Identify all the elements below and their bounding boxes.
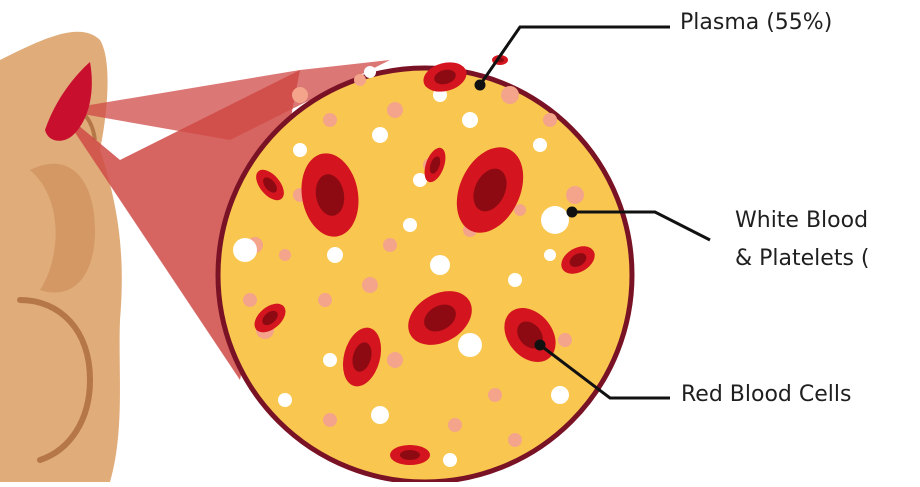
white-blood-cell	[323, 353, 337, 367]
platelet-dot	[448, 418, 462, 432]
plasma-background	[218, 68, 632, 482]
platelet-dot	[387, 352, 403, 368]
platelet-dot	[354, 74, 366, 86]
white-blood-cell	[430, 255, 450, 275]
white-blood-cell	[372, 127, 388, 143]
wbc-leader-dot	[568, 208, 576, 216]
platelet-dot	[501, 86, 519, 104]
white-blood-cell	[462, 112, 478, 128]
white-blood-cell	[364, 66, 376, 78]
platelet-dot	[243, 293, 257, 307]
white-blood-cells-label: White Blood	[735, 208, 868, 233]
white-blood-cell	[551, 386, 569, 404]
platelet-dot	[387, 102, 403, 118]
white-blood-cell	[508, 273, 522, 287]
white-blood-cell	[371, 406, 389, 424]
plasma-leader-line	[480, 27, 670, 85]
plasma-label: Plasma (55%)	[680, 10, 832, 35]
red-blood-cell-center	[400, 450, 420, 460]
white-blood-cell	[233, 238, 257, 262]
platelet-dot	[558, 333, 572, 347]
white-blood-cell	[403, 218, 417, 232]
platelet-dot	[488, 388, 502, 402]
white-blood-cell	[544, 249, 556, 261]
platelet-dot	[292, 87, 308, 103]
white-blood-cell	[443, 453, 457, 467]
platelet-dot	[279, 249, 291, 261]
plasma-leader-dot	[476, 81, 484, 89]
platelet-dot	[543, 113, 557, 127]
platelet-dot	[514, 204, 526, 216]
white-blood-cell	[541, 206, 569, 234]
white-blood-cell	[533, 138, 547, 152]
platelet-dot	[323, 413, 337, 427]
platelets-label: & Platelets (	[735, 246, 869, 271]
red-blood-cells-label: Red Blood Cells	[681, 382, 851, 407]
platelet-dot	[323, 113, 337, 127]
platelet-dot	[383, 238, 397, 252]
white-blood-cell	[327, 247, 343, 263]
white-blood-cell	[458, 333, 482, 357]
white-blood-cell	[278, 393, 292, 407]
platelet-dot	[508, 433, 522, 447]
rbc-leader-dot	[536, 341, 544, 349]
white-blood-cell	[293, 143, 307, 157]
platelet-dot	[318, 293, 332, 307]
platelet-dot	[566, 186, 584, 204]
platelet-dot	[362, 277, 378, 293]
